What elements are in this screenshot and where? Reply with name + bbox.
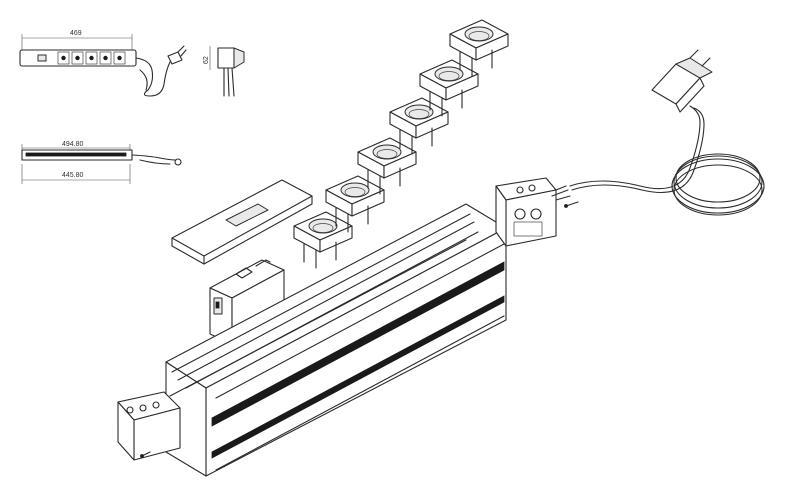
power-cable-coil — [569, 105, 765, 216]
left-end-cap — [117, 391, 181, 461]
cover-plate — [171, 179, 313, 265]
socket-module — [357, 137, 417, 195]
schuko-plug — [651, 49, 713, 113]
dim-top-length: 469 — [70, 30, 82, 37]
right-end-cap — [495, 177, 557, 247]
top-view-drawing: 469 — [19, 30, 187, 97]
aluminium-rail — [165, 203, 507, 477]
socket-module — [293, 211, 353, 269]
dim-side-height: 62 — [203, 56, 210, 64]
socket-row — [57, 51, 126, 65]
dim-inner-length: 445.80 — [62, 172, 84, 179]
front-view-drawing: 494.80 445.80 — [21, 141, 182, 184]
side-view-drawing: 62 — [203, 46, 245, 97]
socket-module — [389, 97, 449, 155]
socket-module — [449, 19, 509, 77]
dim-overall-length: 494.80 — [62, 141, 84, 148]
socket-modules — [293, 19, 509, 269]
cable-gland — [551, 185, 579, 208]
socket-module — [419, 59, 479, 117]
socket-module — [325, 175, 385, 233]
